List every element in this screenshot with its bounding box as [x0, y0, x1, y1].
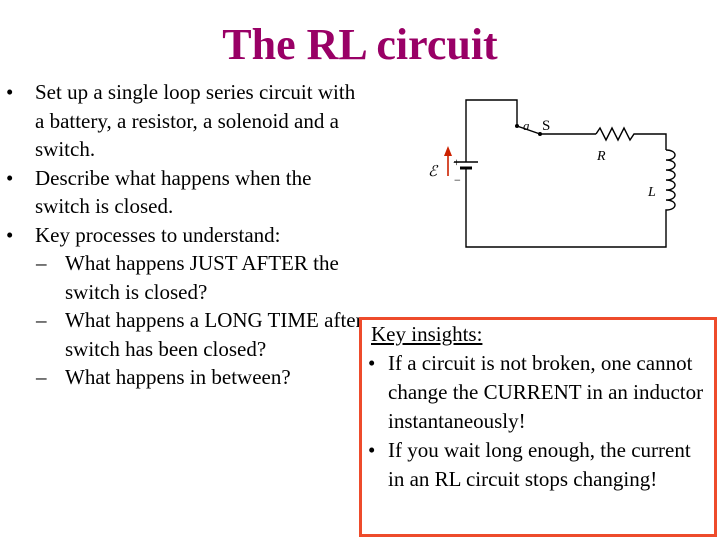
circuit-wire	[465, 168, 667, 248]
label-emf: ℰ	[428, 164, 439, 180]
bullet-marker: •	[6, 165, 14, 190]
sub-bullet-text: What happens a LONG TIME after switch ha…	[65, 308, 363, 361]
bullet-marker: •	[6, 80, 14, 104]
switch-lever	[516, 125, 541, 135]
slide-title: The RL circuit	[222, 20, 498, 69]
switch-contact-a	[515, 124, 519, 128]
bullet-item: • Describe what happens when the switch …	[6, 164, 366, 221]
insight-marker: •	[368, 438, 376, 462]
bullet-text: Describe what happens when the switch is…	[35, 165, 312, 219]
label-plus: +	[453, 155, 460, 169]
label-a: a	[523, 118, 530, 133]
label-inductor: L	[647, 185, 656, 200]
sub-bullet-item: – What happens a LONG TIME after switch …	[6, 306, 366, 363]
label-switch: S	[542, 118, 550, 134]
sub-bullet-text: What happens in between?	[65, 365, 291, 389]
rl-circuit-diagram: a S R L ℰ + −	[428, 99, 676, 248]
insight-text: If you wait long enough, the current in …	[388, 438, 691, 491]
insight-item: • If you wait long enough, the current i…	[362, 436, 714, 494]
sub-bullet-marker: –	[36, 308, 47, 332]
sub-bullet-item: – What happens JUST AFTER the switch is …	[6, 249, 366, 306]
circuit-wire	[465, 99, 518, 162]
sub-bullet-marker: –	[36, 365, 47, 389]
insight-item: • If a circuit is not broken, one cannot…	[362, 349, 714, 436]
sub-bullet-text: What happens JUST AFTER the switch is cl…	[65, 251, 339, 304]
sub-bullet-marker: –	[36, 251, 47, 275]
bullet-item: • Set up a single loop series circuit wi…	[6, 78, 366, 164]
emf-arrowhead	[444, 146, 452, 156]
insights-heading: Key insights:	[371, 322, 483, 346]
bullet-list: • Set up a single loop series circuit wi…	[6, 78, 366, 392]
sub-bullet-item: – What happens in between?	[6, 363, 366, 392]
bullet-text: Set up a single loop series circuit with…	[35, 80, 356, 161]
inductor-coil	[665, 149, 676, 214]
insight-text: If a circuit is not broken, one cannot c…	[388, 351, 704, 433]
label-resistor: R	[596, 149, 606, 164]
insight-marker: •	[368, 351, 376, 375]
resistor-zigzag	[595, 126, 667, 150]
switch-contact-b	[538, 132, 542, 136]
label-minus: −	[454, 173, 461, 187]
bullet-item: • Key processes to understand:	[6, 221, 366, 250]
key-insights-box: Key insights: • If a circuit is not brok…	[359, 317, 717, 537]
bullet-text: Key processes to understand:	[35, 222, 281, 247]
bullet-marker: •	[6, 222, 14, 247]
